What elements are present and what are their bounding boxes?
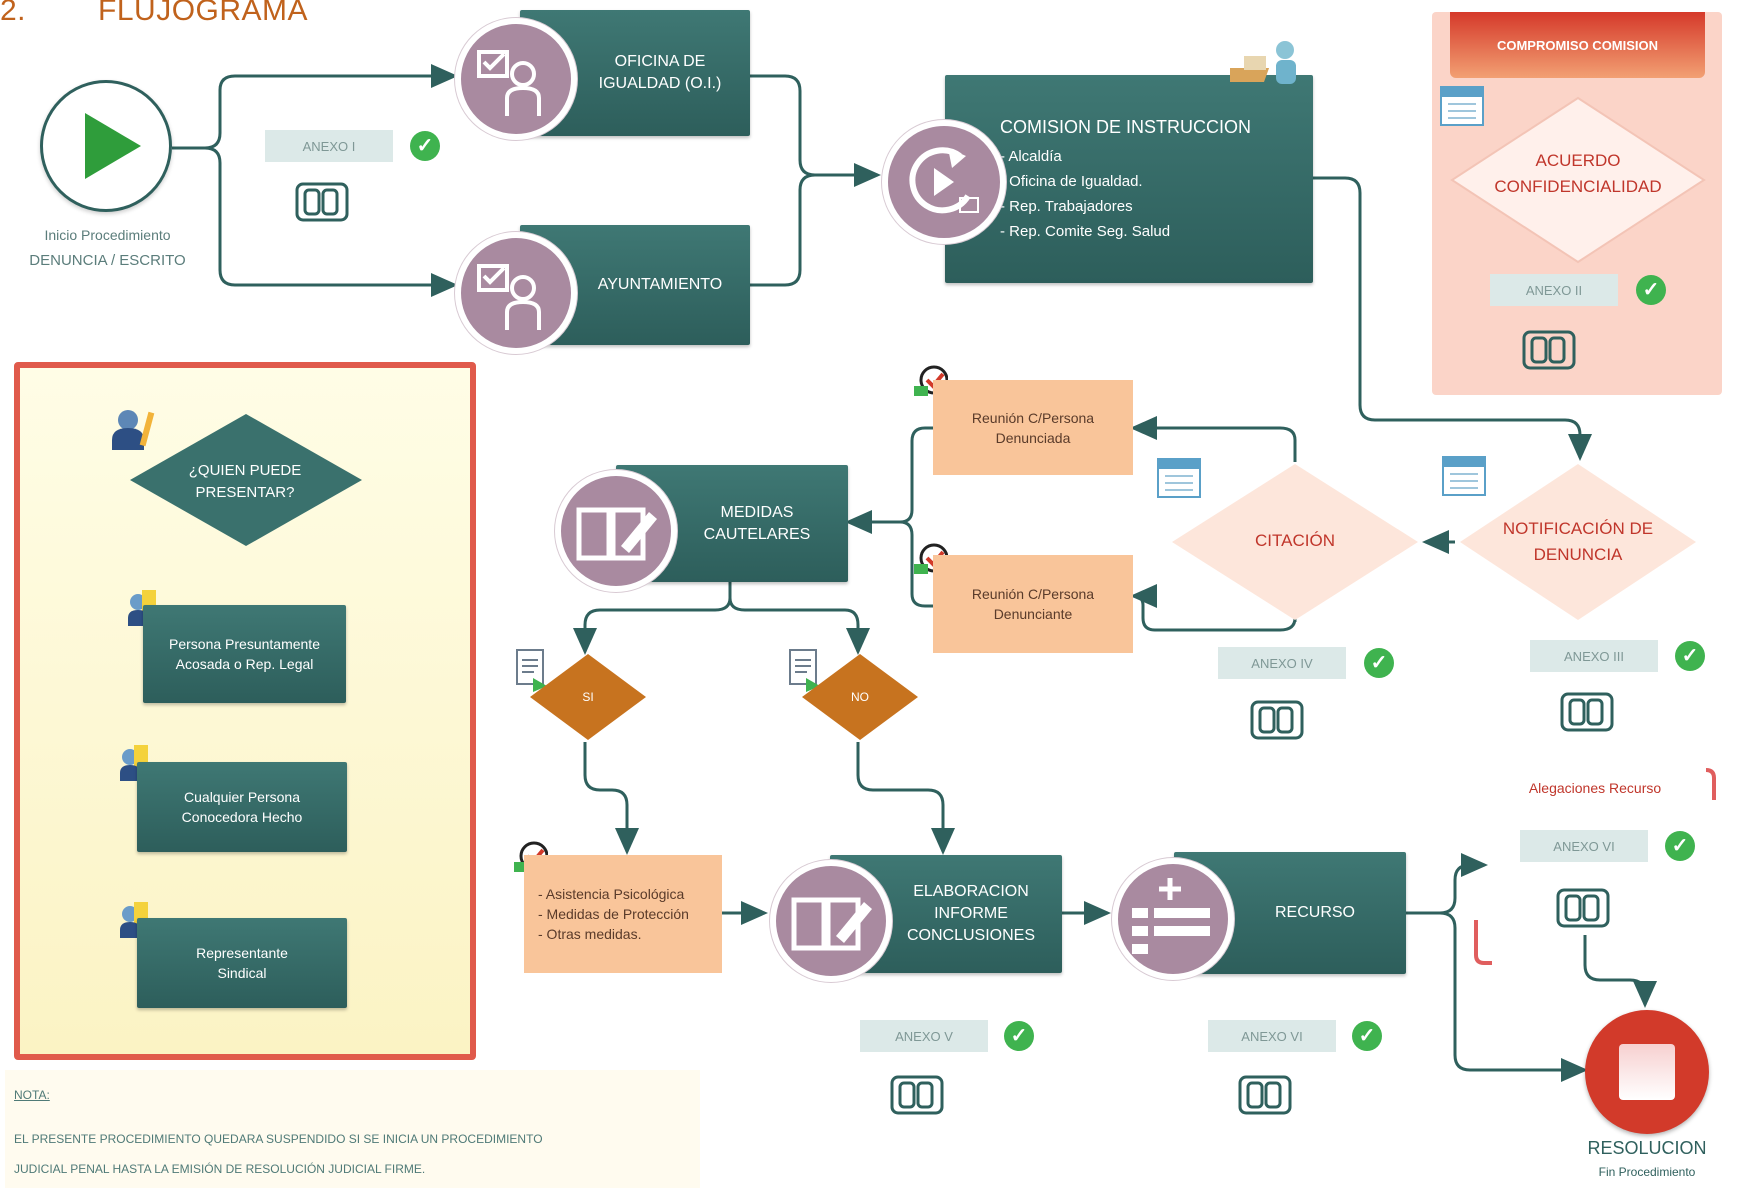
- representante-sindical-label: Representante Sindical: [196, 945, 288, 981]
- calendar-icon: [1157, 458, 1201, 498]
- anexo-ii-label[interactable]: ANEXO II: [1490, 274, 1618, 306]
- si-diamond: [530, 654, 646, 740]
- nota-line-2: JUDICIAL PENAL HASTA LA EMISIÓN DE RESOL…: [14, 1162, 426, 1176]
- medidas-circle: [555, 470, 677, 592]
- book-icon[interactable]: [1522, 330, 1576, 370]
- notificacion-label: NOTIFICACIÓN DE DENUNCIA: [1502, 519, 1654, 564]
- book-pen-icon: [576, 507, 657, 561]
- stop-icon: [1619, 1044, 1675, 1100]
- calendar-icon: [1440, 86, 1484, 126]
- anexo-iii-label[interactable]: ANEXO III: [1530, 640, 1658, 672]
- anexo-vi-label-1[interactable]: ANEXO VI: [1520, 830, 1648, 862]
- checklist-person-icon: [477, 264, 541, 330]
- desk-worker-icon: [1230, 41, 1296, 84]
- check-icon: ✓: [1352, 1021, 1382, 1051]
- cualquier-persona-label: Cualquier Persona Conocedora Hecho: [181, 789, 303, 825]
- quien-question: ¿QUIEN PUEDE PRESENTAR?: [188, 462, 302, 501]
- anexo-vi-label-2[interactable]: ANEXO VI: [1208, 1020, 1336, 1052]
- asistencia-box: - Asistencia Psicológica - Medidas de Pr…: [524, 855, 722, 973]
- nota-panel: [5, 1070, 700, 1188]
- check-icon: ✓: [1675, 641, 1705, 671]
- book-icon[interactable]: [1560, 692, 1614, 732]
- document-icon: [516, 649, 547, 692]
- check-icon: ✓: [1364, 648, 1394, 678]
- form-add-icon: [1132, 878, 1210, 954]
- book-icon[interactable]: [890, 1075, 944, 1115]
- oficina-circle: [455, 18, 577, 140]
- asistencia-item-2: - Medidas de Protección: [538, 906, 689, 922]
- resolucion-title: RESOLUCION: [1587, 1138, 1707, 1158]
- book-icon[interactable]: [1556, 888, 1610, 928]
- si-label: SI: [582, 690, 594, 704]
- acuerdo-label: ACUERDO CONFIDENCIALIDAD: [1494, 151, 1662, 196]
- corner-mark-top: [1705, 768, 1716, 800]
- document-icon: [789, 649, 820, 692]
- notificacion-diamond: [1460, 464, 1696, 620]
- calendar-icon: [1442, 456, 1486, 496]
- page-title: 2. FLUJOGRAMA: [0, 0, 308, 28]
- ayuntamiento-label: AYUNTAMIENTO: [597, 276, 723, 293]
- asistencia-item-1: - Asistencia Psicológica: [538, 886, 685, 902]
- start-node: [40, 80, 172, 212]
- anexo-iv-label[interactable]: ANEXO IV: [1218, 647, 1346, 679]
- no-diamond: [802, 654, 918, 740]
- check-icon: ✓: [1636, 275, 1666, 305]
- start-label-2: DENUNCIA / ESCRITO: [29, 252, 186, 269]
- check-icon: ✓: [1665, 831, 1695, 861]
- checklist-person-icon: [477, 50, 541, 116]
- title-number: 2.: [0, 0, 27, 27]
- reunion-denunciante-label: Reunión C/Persona Denunciante: [971, 586, 1095, 622]
- comision-circle: [882, 120, 1006, 244]
- reunion-denunciada-label: Reunión C/Persona Denunciada: [971, 409, 1095, 446]
- persona-acosada-label: Persona Presuntamente Acosada o Rep. Leg…: [169, 636, 320, 672]
- quien-diamond: [130, 414, 362, 546]
- asistencia-item-3: - Otras medidas.: [538, 926, 642, 942]
- title-text: FLUJOGRAMA: [98, 0, 309, 27]
- start-label-1: Inicio Procedimiento: [44, 227, 171, 243]
- comision-box: COMISION DE INSTRUCCION - Alcaldía - Ofi…: [945, 75, 1313, 283]
- nota-line-1: EL PRESENTE PROCEDIMIENTO QUEDARA SUSPEN…: [14, 1132, 543, 1146]
- citacion-diamond: [1172, 464, 1418, 620]
- book-icon[interactable]: [1238, 1075, 1292, 1115]
- play-icon: [85, 113, 141, 179]
- reunion-denunciada-box: Reunión C/Persona Denunciada: [933, 380, 1133, 475]
- person-pencil-icon: [112, 410, 155, 450]
- comision-item-2: - Oficina de Igualdad.: [1000, 173, 1143, 190]
- compromiso-header: COMPROMISO COMISION: [1450, 12, 1705, 78]
- recurso-label: RECURSO: [1274, 904, 1355, 921]
- comision-item-3: - Rep. Trabajadores: [1000, 198, 1133, 215]
- recurso-circle: [1112, 858, 1234, 980]
- resolucion-node: [1585, 1010, 1709, 1134]
- no-label: NO: [851, 690, 869, 704]
- start-label: Inicio Procedimiento DENUNCIA / ESCRITO: [10, 222, 205, 274]
- cualquier-persona-box: Cualquier Persona Conocedora Hecho: [137, 762, 347, 852]
- comision-title: COMISION DE INSTRUCCION: [1000, 117, 1252, 137]
- anexo-i-label[interactable]: ANEXO I: [265, 130, 393, 162]
- acuerdo-diamond: [1450, 96, 1706, 264]
- comision-item-1: - Alcaldía: [1000, 148, 1062, 165]
- book-icon[interactable]: [1250, 700, 1304, 740]
- elaboracion-label: ELABORACION INFORME CONCLUSIONES: [906, 883, 1036, 944]
- citacion-label: CITACIÓN: [1255, 531, 1335, 550]
- corner-mark-bottom: [1474, 920, 1492, 965]
- book-icon[interactable]: [295, 182, 349, 222]
- representante-sindical-box: Representante Sindical: [137, 918, 347, 1008]
- replay-org-icon: [909, 147, 979, 214]
- reunion-denunciante-box: Reunión C/Persona Denunciante: [933, 555, 1133, 653]
- resolucion-sub: Fin Procedimiento: [1598, 1165, 1696, 1179]
- alegaciones-label: Alegaciones Recurso: [1528, 780, 1662, 796]
- elaboracion-circle: [770, 860, 892, 982]
- nota-label: NOTA:: [14, 1088, 50, 1102]
- medidas-label: MEDIDAS CAUTELARES: [703, 503, 811, 543]
- check-icon: ✓: [1004, 1021, 1034, 1051]
- book-pen-icon: [791, 897, 872, 951]
- comision-item-4: - Rep. Comite Seg. Salud: [1000, 223, 1171, 240]
- persona-acosada-box: Persona Presuntamente Acosada o Rep. Leg…: [143, 605, 346, 703]
- anexo-v-label[interactable]: ANEXO V: [860, 1020, 988, 1052]
- check-icon: ✓: [410, 131, 440, 161]
- ayuntamiento-circle: [455, 232, 577, 354]
- oficina-label: OFICINA DE IGUALDAD (O.I.): [598, 53, 722, 92]
